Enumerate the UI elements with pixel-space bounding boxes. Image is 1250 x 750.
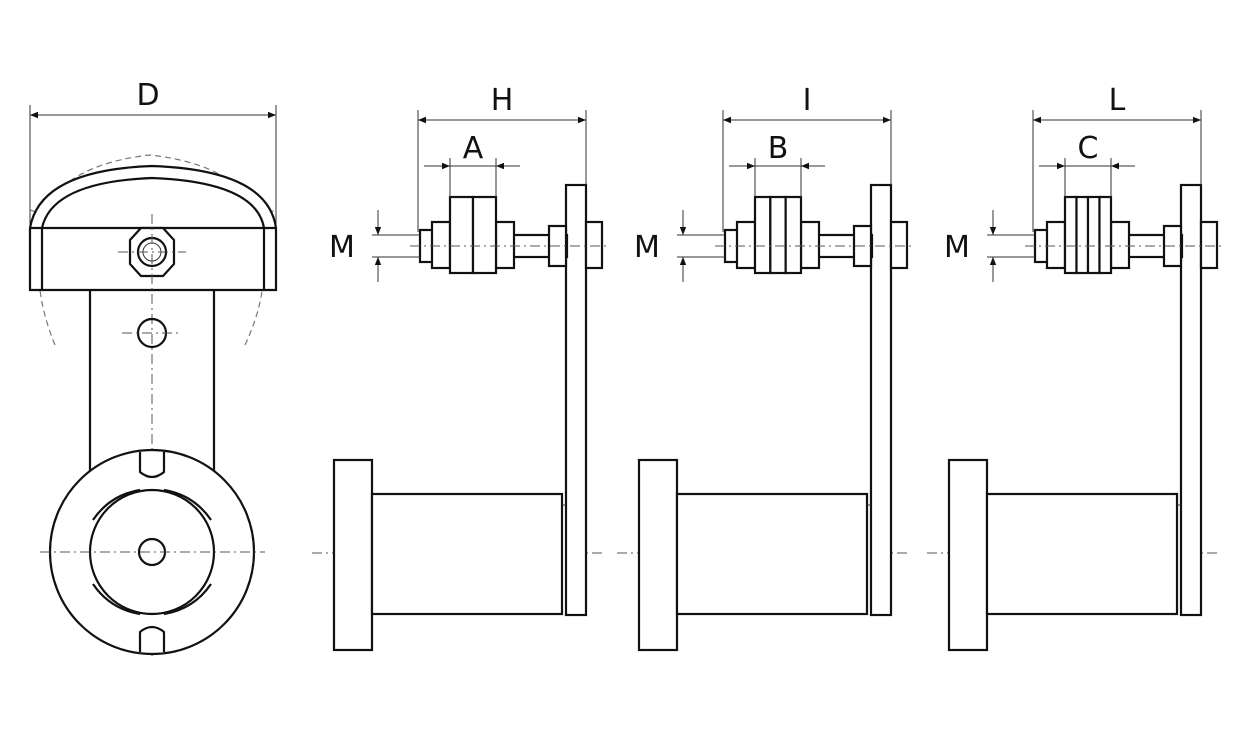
side-views: HA M IB M LC M — [312, 83, 1225, 652]
side-view-2: IB M — [617, 83, 915, 652]
dim-label-roller: B — [768, 131, 789, 166]
dim-label-total: H — [491, 83, 514, 118]
front-view: D — [28, 78, 278, 656]
dim-label-thread: M — [944, 230, 970, 265]
dim-label-thread: M — [329, 230, 355, 265]
dim-label-roller: A — [463, 131, 484, 166]
dim-label-total: I — [803, 83, 812, 118]
dim-label-D: D — [136, 78, 159, 113]
side-view-1: HA M — [312, 83, 610, 652]
dim-label-total: L — [1109, 83, 1126, 118]
dim-label-roller: C — [1078, 131, 1099, 166]
side-view-3: LC M — [927, 83, 1225, 652]
dim-label-thread: M — [634, 230, 660, 265]
